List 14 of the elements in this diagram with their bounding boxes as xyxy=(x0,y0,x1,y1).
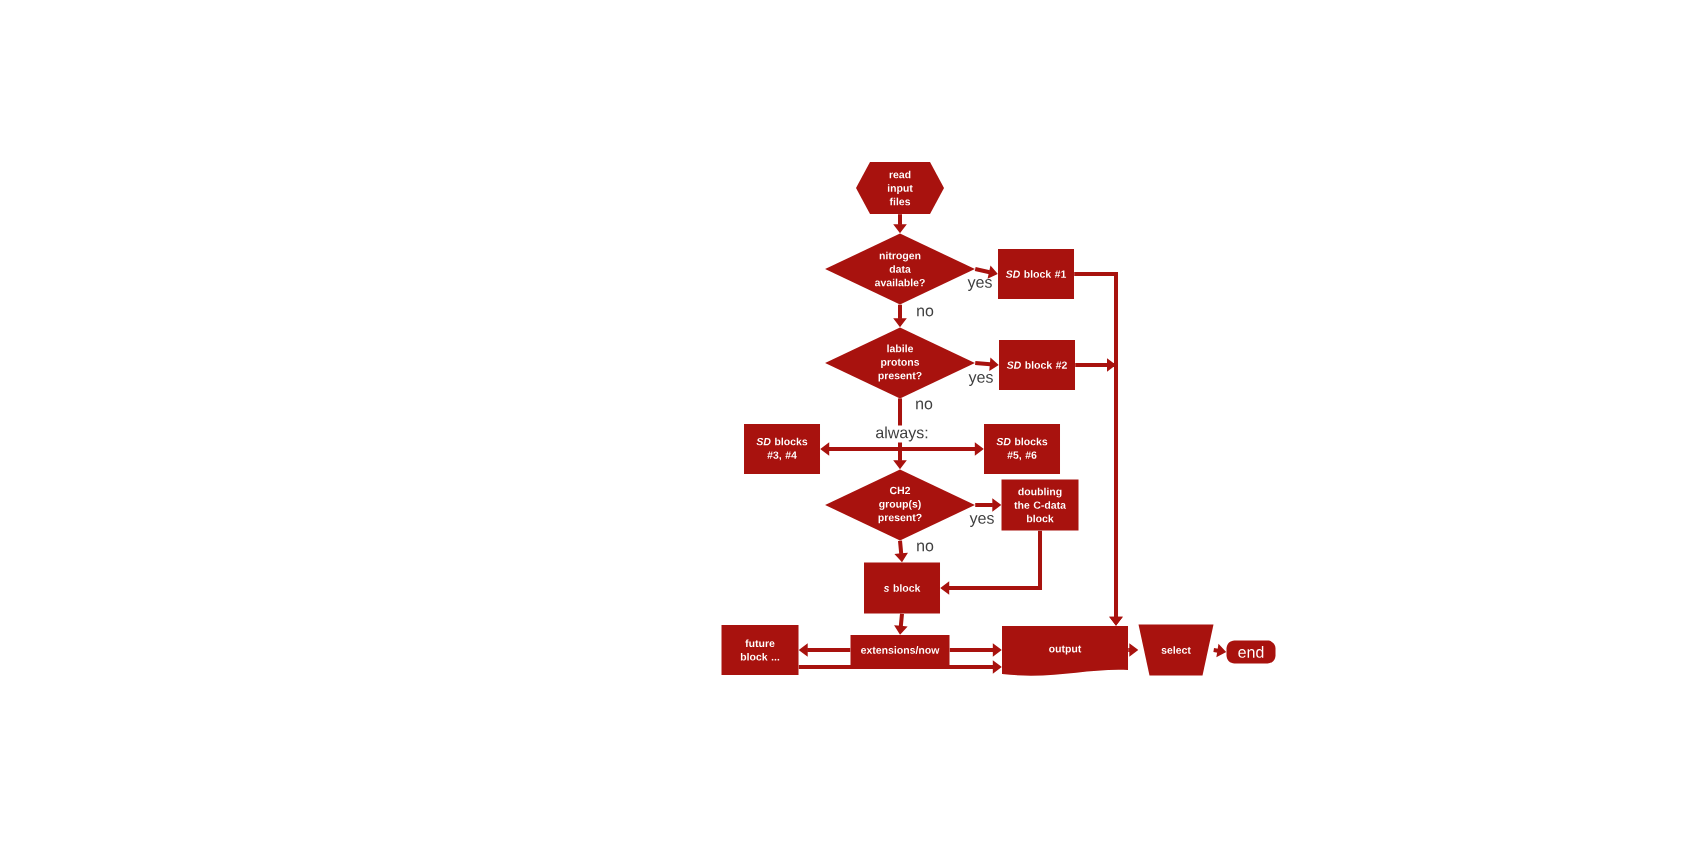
process-box: SD block #2 xyxy=(999,340,1075,390)
process-hexagon: read input files xyxy=(856,162,944,214)
process-box: SD blocks #3, #4 xyxy=(744,424,820,474)
process-box: s block xyxy=(864,562,940,614)
edge-label: no xyxy=(916,400,933,410)
node-label: extensions/now xyxy=(861,646,940,654)
edge-label: no xyxy=(917,542,934,552)
edge-label: no xyxy=(917,307,934,317)
process-box: SD blocks #5, #6 xyxy=(984,424,1060,474)
branch-label: always: xyxy=(874,425,930,443)
process-box: doubling the C-data block xyxy=(1001,479,1079,531)
process-box: extensions/now xyxy=(850,635,950,665)
process-box: future block ... xyxy=(721,625,799,675)
process-box: SD block #1 xyxy=(998,249,1074,299)
